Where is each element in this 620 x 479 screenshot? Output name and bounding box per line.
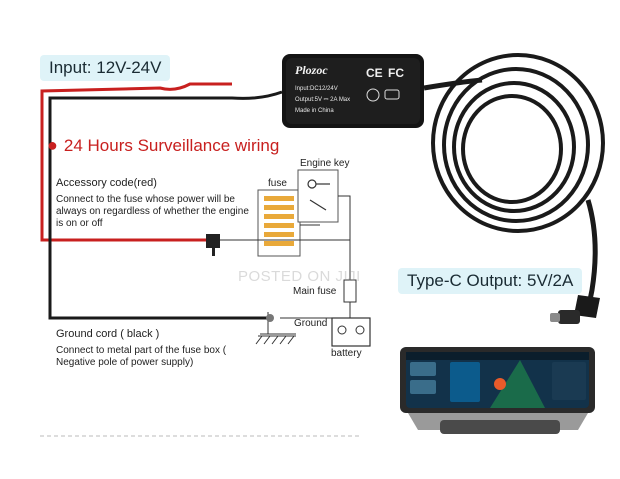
cert-e-mark <box>366 88 380 102</box>
input-voltage-label: Input: 12V-24V <box>40 55 171 81</box>
fc-mark: FC <box>388 66 404 80</box>
fuse-block <box>257 189 301 257</box>
fuse-label: fuse <box>268 178 287 189</box>
red-accessory-wire <box>40 82 232 242</box>
title-text: 24 Hours Surveillance wiring <box>63 136 280 155</box>
diagram-title: ● 24 Hours Surveillance wiring <box>47 135 279 156</box>
cable-coil <box>431 53 605 233</box>
engine-key-switch <box>297 169 339 223</box>
device-made-in: Made in China <box>295 108 334 114</box>
ground-cord-description: Connect to metal part of the fuse box ( … <box>56 345 227 368</box>
battery <box>331 317 371 347</box>
accessory-wire-description: Connect to the fuse whose power will be … <box>56 194 249 229</box>
ce-mark: CE <box>366 66 383 80</box>
device-brand: Plozoc <box>295 63 328 77</box>
device-output-spec: Output:5V ⎓ 2A Max <box>295 97 351 103</box>
output-voltage-label: Type-C Output: 5V/2A <box>398 268 583 294</box>
bullet-icon: ● <box>47 135 58 155</box>
accessory-wire-label: Accessory code(red) <box>56 177 157 189</box>
ground-symbol <box>255 335 296 345</box>
dashcam-device <box>400 347 595 434</box>
device-input-spec: Input:DC12/24V <box>295 86 338 92</box>
typec-cable <box>585 199 598 301</box>
main-fuse-label: Main fuse <box>293 286 337 297</box>
engine-key-label: Engine key <box>300 158 350 169</box>
ground-cord-label: Ground cord ( black ) <box>56 328 160 340</box>
black-ground-wire <box>48 90 283 320</box>
battery-label: battery <box>331 348 362 359</box>
rohs-mark <box>384 89 400 100</box>
watermark: POSTED ON JIJI <box>238 268 361 285</box>
typec-plug <box>550 295 600 324</box>
fuse-tap <box>206 234 220 248</box>
ground-label: Ground <box>294 318 328 329</box>
